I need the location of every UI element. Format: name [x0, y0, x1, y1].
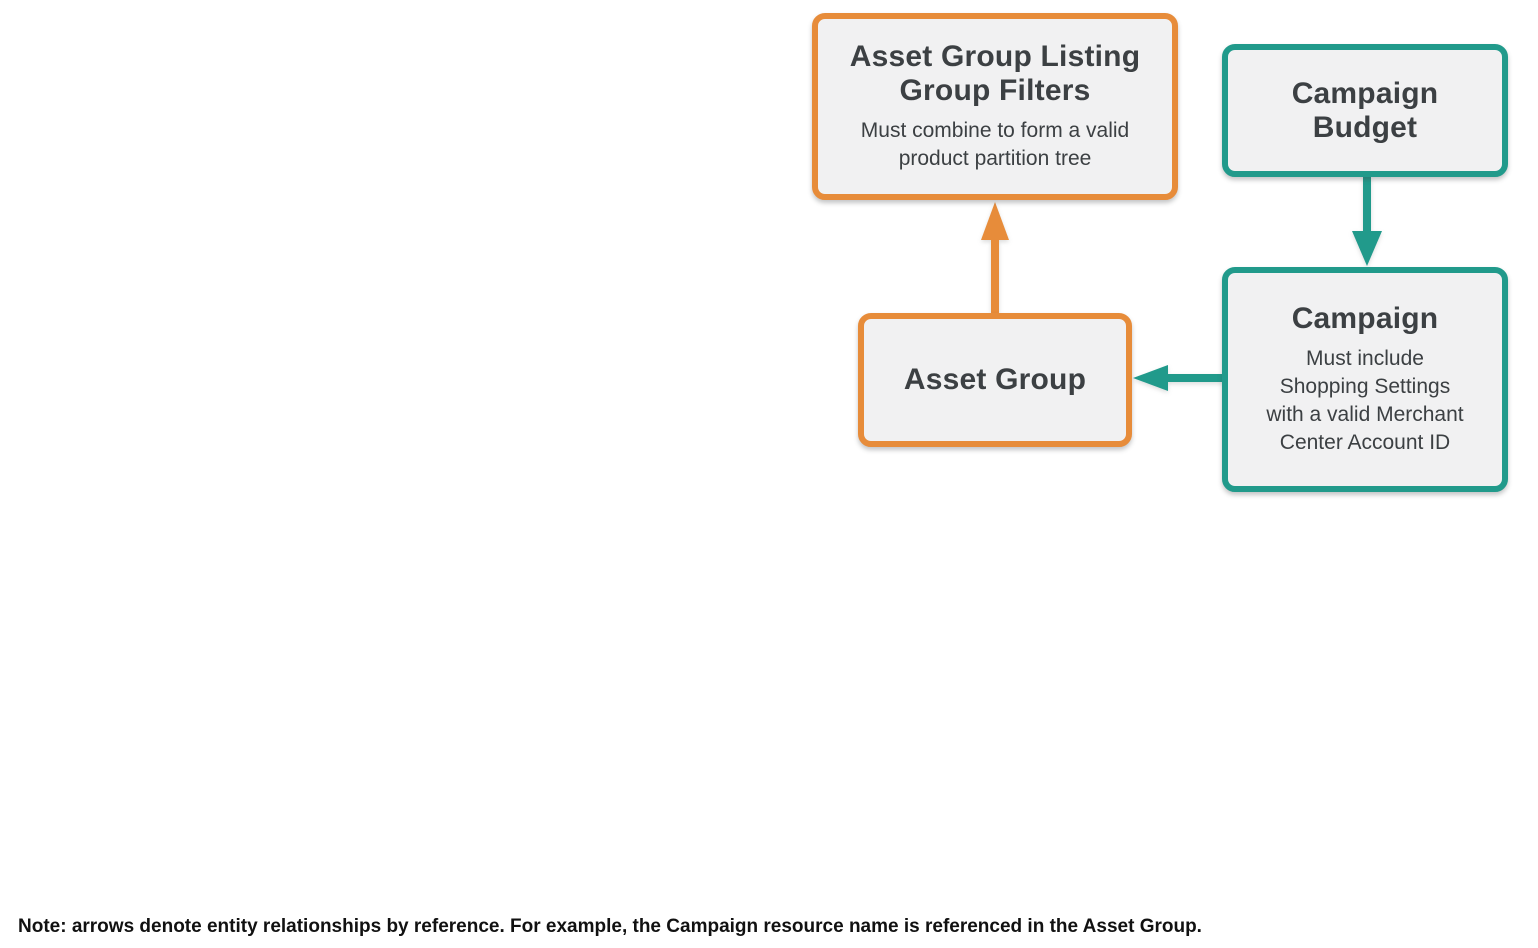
subtitle-line: Center Account ID — [1279, 431, 1451, 454]
diagram-note: Note: arrows denote entity relationships… — [18, 916, 1202, 937]
node-subtitle: Must include Shopping Settings with a va… — [1266, 345, 1463, 457]
title-line: Asset Group Listing — [849, 40, 1141, 73]
title-line: Asset Group — [903, 363, 1087, 396]
subtitle-line: Must include — [1306, 347, 1424, 370]
node-campaign: Campaign Must include Shopping Settings … — [1222, 267, 1508, 492]
arrowhead-left-icon — [1133, 365, 1168, 391]
node-title: Campaign — [1292, 302, 1439, 336]
subtitle-line: with a valid Merchant — [1266, 403, 1464, 426]
edge-campaign-budget-to-campaign — [1352, 177, 1382, 266]
edge-stem — [991, 236, 999, 313]
edge-campaign-to-asset-group — [1133, 365, 1224, 391]
edge-stem — [1164, 374, 1224, 382]
title-line: Campaign — [1291, 302, 1439, 335]
node-asset-group: Asset Group — [858, 313, 1132, 447]
node-title: Asset Group — [904, 363, 1086, 397]
title-line: Budget — [1312, 110, 1418, 144]
node-title: Campaign Budget — [1292, 77, 1439, 145]
node-campaign-budget: Campaign Budget — [1222, 44, 1508, 177]
node-subtitle: Must combine to form a valid product par… — [861, 117, 1129, 173]
edge-asset-group-to-listing-group-filters — [981, 202, 1009, 313]
node-title: Asset Group Listing Group Filters — [850, 40, 1141, 108]
edge-stem — [1363, 177, 1371, 234]
arrowhead-up-icon — [981, 202, 1009, 240]
title-line: Group Filters — [899, 74, 1091, 107]
subtitle-line: Shopping Settings — [1279, 375, 1451, 398]
title-line: Campaign — [1291, 76, 1439, 110]
subtitle-line: Must combine to form a valid — [860, 119, 1130, 142]
arrowhead-down-icon — [1352, 231, 1382, 266]
subtitle-line: product partition tree — [898, 147, 1092, 170]
node-asset-group-listing-group-filters: Asset Group Listing Group Filters Must c… — [812, 13, 1178, 200]
